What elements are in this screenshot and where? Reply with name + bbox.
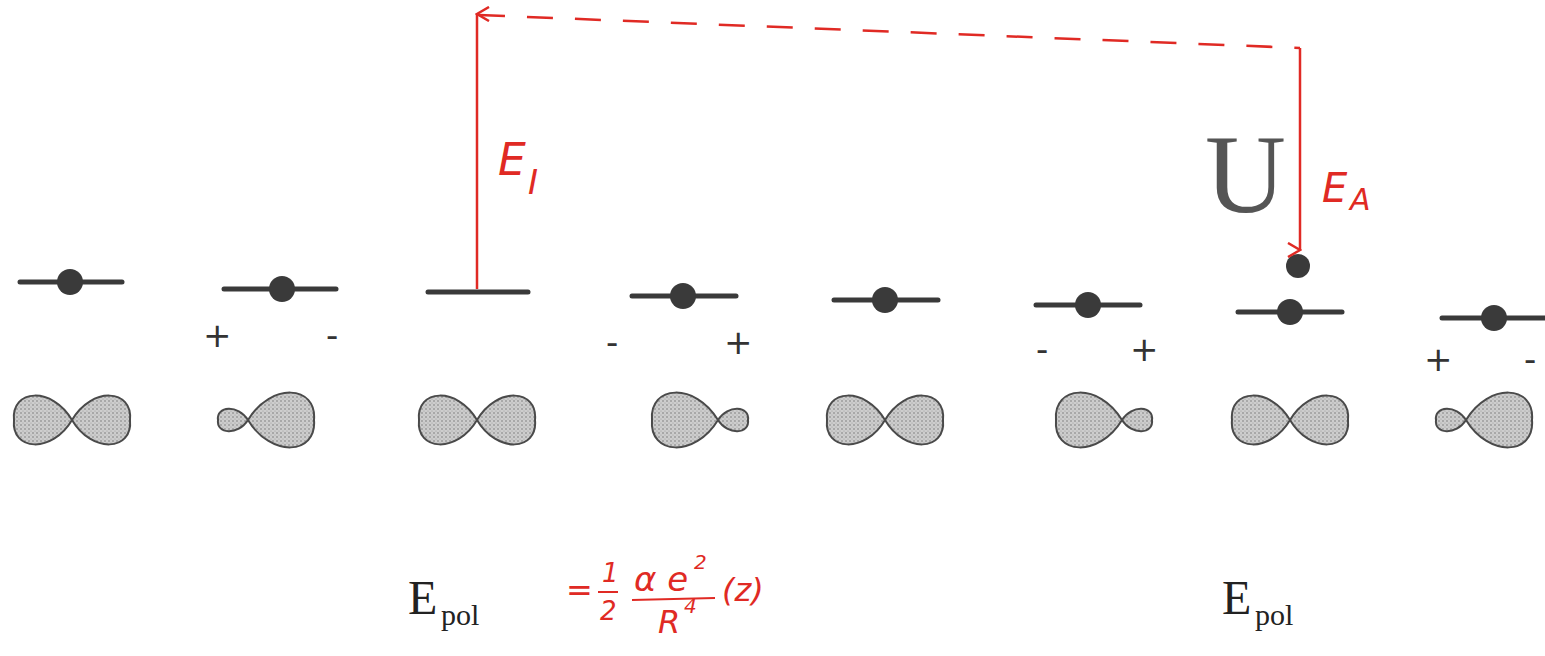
formula-term: R [658,606,680,638]
charge-sign: - [1524,342,1536,376]
charge-sign: + [724,325,753,359]
electrons [57,254,1507,331]
fraction-number: 1 [602,560,619,586]
energy-symbol: E [1222,574,1251,622]
energy-subscript: A [1350,185,1371,215]
charge-sign: + [1130,332,1159,366]
hubbard-u: U [1205,118,1286,230]
energy-symbol: E [408,574,437,622]
charge-sign: - [1036,332,1048,366]
energy-subscript: I [528,165,538,199]
fraction-number: 2 [600,598,617,624]
energy-symbol: E [498,138,526,182]
formula-exponent: 4 [684,596,697,616]
charge-sign: + [1424,342,1453,376]
ionization-affinity-path [477,14,1300,289]
charge-sign: + [203,318,232,352]
p-orbitals [14,393,1532,448]
energy-subscript: pol [441,600,479,630]
energy-symbol: E [1322,168,1347,208]
energy-subscript: pol [1255,600,1293,630]
formula-term: α e [634,562,688,596]
equals-sign: = [566,574,593,606]
formula-term: (z) [722,574,764,606]
charge-sign: - [606,325,618,359]
charge-sign: - [326,318,338,352]
energy-levels [20,282,1545,318]
formula-exponent: 2 [694,552,707,572]
